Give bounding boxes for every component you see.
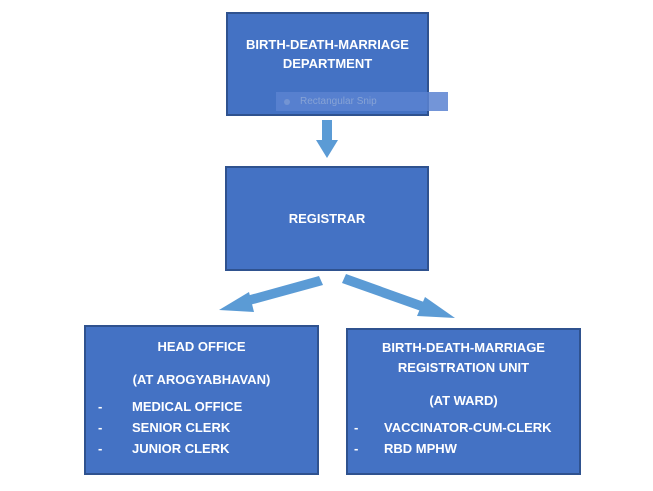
registrar-label: REGISTRAR xyxy=(288,211,366,226)
department-title-line1: BIRTH-DEATH-MARRIAGE xyxy=(246,37,409,52)
arrow-department-to-registrar xyxy=(316,120,338,158)
list-dash: - xyxy=(98,420,103,435)
registration-unit-title-line1: BIRTH-DEATH-MARRIAGE xyxy=(382,340,545,355)
list-dash: - xyxy=(98,399,103,414)
list-dash: - xyxy=(98,441,103,456)
head-office-staff-list: - MEDICAL OFFICE - SENIOR CLERK - JUNIOR… xyxy=(86,396,317,459)
head-office-box: HEAD OFFICE (AT AROGYABHAVAN) - MEDICAL … xyxy=(84,325,319,475)
registrar-box: REGISTRAR xyxy=(225,166,429,271)
list-item-text: VACCINATOR-CUM-CLERK xyxy=(384,420,552,435)
list-item: - JUNIOR CLERK xyxy=(98,438,317,459)
list-item-text: RBD MPHW xyxy=(384,441,457,456)
list-dash: - xyxy=(354,420,359,435)
snip-overlay-label: Rectangular Snip xyxy=(300,96,377,107)
registration-unit-subtitle: (AT WARD) xyxy=(429,393,498,408)
list-dash: - xyxy=(354,441,359,456)
list-item: - SENIOR CLERK xyxy=(98,417,317,438)
arrow-registrar-to-head-office xyxy=(219,276,323,312)
department-title-line2: DEPARTMENT xyxy=(282,56,373,71)
list-item-text: JUNIOR CLERK xyxy=(132,441,230,456)
list-item: - RBD MPHW xyxy=(354,438,579,459)
list-item: - MEDICAL OFFICE xyxy=(98,396,317,417)
head-office-title: HEAD OFFICE xyxy=(157,339,246,354)
head-office-subtitle: (AT AROGYABHAVAN) xyxy=(132,372,271,387)
list-item-text: SENIOR CLERK xyxy=(132,420,231,435)
list-item-text: MEDICAL OFFICE xyxy=(132,399,243,414)
registration-unit-staff-list: - VACCINATOR-CUM-CLERK - RBD MPHW xyxy=(348,417,579,459)
arrow-registrar-to-registration-unit xyxy=(342,274,455,318)
snip-dot-icon xyxy=(284,98,290,105)
registration-unit-box: BIRTH-DEATH-MARRIAGE REGISTRATION UNIT (… xyxy=(346,328,581,475)
list-item: - VACCINATOR-CUM-CLERK xyxy=(354,417,579,438)
registration-unit-title-line2: REGISTRATION UNIT xyxy=(397,360,530,375)
rectangular-snip-overlay[interactable]: Rectangular Snip xyxy=(276,92,448,111)
